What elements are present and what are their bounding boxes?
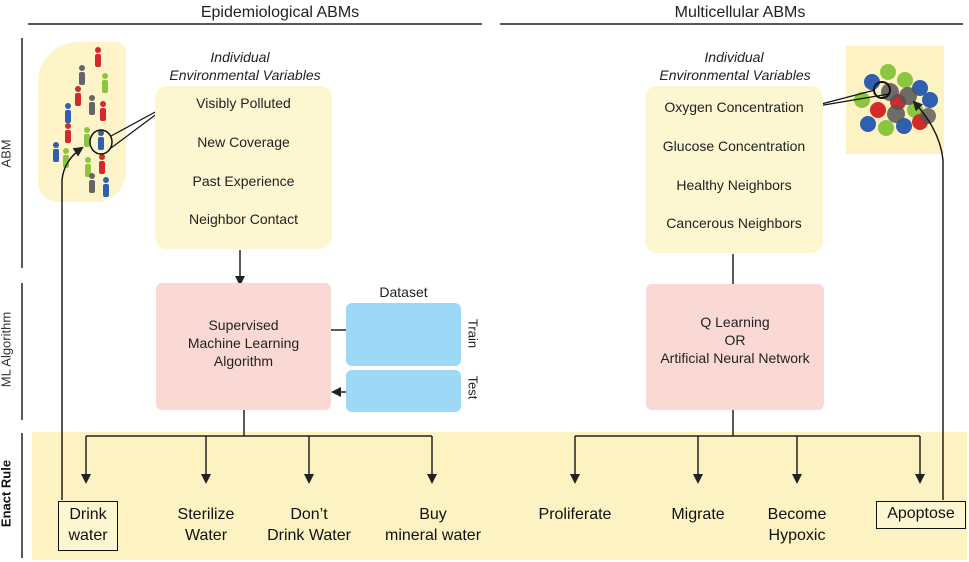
train-label: Train xyxy=(465,318,481,349)
output-line: Drink Water xyxy=(267,527,351,544)
right-algorithm-box: Q Learning OR Artificial Neural Network xyxy=(646,284,824,410)
cell-cluster xyxy=(805,64,938,136)
row-label-enact: Enact Rule xyxy=(0,459,14,528)
output-proliferate: Proliferate xyxy=(520,504,630,525)
right-variable: Healthy Neighbors xyxy=(676,177,792,193)
output-line: Don’t xyxy=(290,506,328,523)
right-algorithm-line: Q Learning xyxy=(700,314,770,330)
right-variables-box: Oxygen Concentration Glucose Concentrati… xyxy=(645,86,823,253)
output-line: water xyxy=(68,527,108,544)
output-line: Sterilize xyxy=(177,506,235,523)
dataset-label: Dataset xyxy=(379,284,428,300)
left-env-title-1: Individual xyxy=(210,49,270,65)
output-buy-mineral-water: Buy mineral water xyxy=(372,504,494,546)
output-line: Apoptose xyxy=(887,505,955,522)
dataset-train-box xyxy=(346,303,461,366)
output-sterilize-water: Sterilize Water xyxy=(156,504,256,546)
right-variable: Cancerous Neighbors xyxy=(666,215,802,231)
right-variable: Glucose Concentration xyxy=(662,138,806,154)
left-env-title-2: Environmental Variables xyxy=(169,67,321,83)
header-multicellular: Multicellular ABMs xyxy=(674,4,806,21)
row-label-ml: ML Algorithm xyxy=(0,311,14,388)
output-line: Buy xyxy=(419,506,447,523)
output-become-hypoxic: Become Hypoxic xyxy=(742,504,852,546)
left-variable: Past Experience xyxy=(192,173,295,189)
output-migrate: Migrate xyxy=(648,504,748,525)
left-variables-box: Visibly Polluted New Coverage Past Exper… xyxy=(155,86,332,249)
output-line: Hypoxic xyxy=(768,527,826,544)
right-env-title-2: Environmental Variables xyxy=(659,67,811,83)
right-algorithm-line: OR xyxy=(724,332,746,348)
left-variable: New Coverage xyxy=(197,134,290,150)
enact-rule-band xyxy=(32,432,967,560)
left-algorithm-box: Supervised Machine Learning Algorithm xyxy=(156,283,331,410)
right-algorithm-line: Artificial Neural Network xyxy=(660,350,810,366)
output-apoptose: Apoptose xyxy=(876,501,966,529)
left-variable: Neighbor Contact xyxy=(189,211,298,227)
output-drink-water: Drink water xyxy=(58,501,118,551)
left-variable: Visibly Polluted xyxy=(196,95,291,111)
left-algorithm-line: Algorithm xyxy=(213,353,274,369)
right-env-title-1: Individual xyxy=(704,49,764,65)
dataset-test-box xyxy=(346,370,461,412)
output-line: mineral water xyxy=(384,527,482,544)
output-line: Drink xyxy=(69,506,107,523)
output-line: Migrate xyxy=(671,506,725,523)
output-line: Become xyxy=(767,506,827,523)
right-variable: Oxygen Concentration xyxy=(664,99,804,115)
header-epidemiological: Epidemiological ABMs xyxy=(200,4,360,21)
output-line: Proliferate xyxy=(538,506,612,523)
output-dont-drink: Don’t Drink Water xyxy=(254,504,364,546)
row-label-abm: ABM xyxy=(0,139,14,168)
output-line: Water xyxy=(184,527,228,544)
test-label: Test xyxy=(465,375,481,400)
left-algorithm-line: Supervised xyxy=(208,317,279,333)
left-algorithm-line: Machine Learning xyxy=(187,335,300,351)
